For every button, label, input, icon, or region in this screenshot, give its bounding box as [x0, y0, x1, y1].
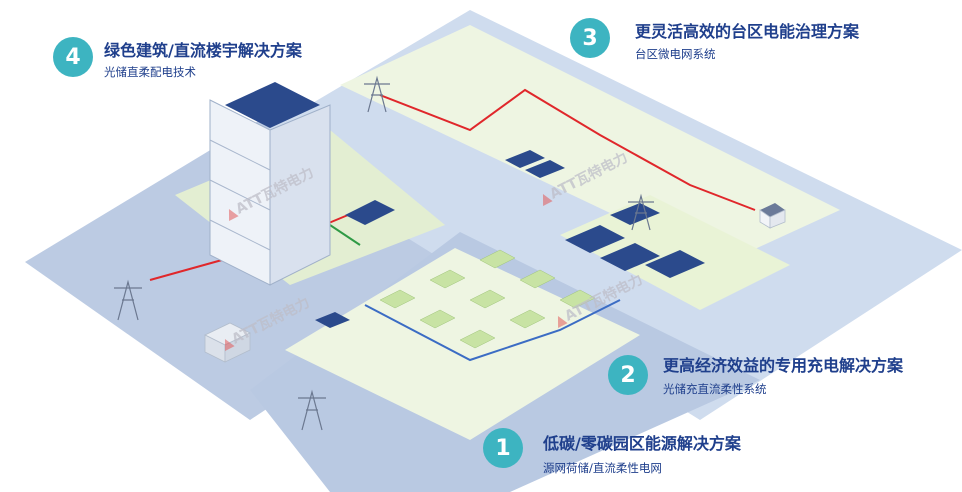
solar-array-grid [505, 150, 565, 178]
solution-number-badge: 2 [608, 355, 648, 395]
building-floors [209, 139, 271, 251]
building-roof-solar [225, 82, 320, 128]
solution-subtitle: 台区微电网系统 [635, 47, 716, 61]
solution-subtitle: 光储直柔配电技术 [104, 65, 196, 79]
solution-subtitle: 源网荷储/直流柔性电网 [543, 461, 662, 475]
cabinet-left [204, 322, 251, 363]
solution-number-badge: 1 [483, 428, 523, 468]
solution-number-badge: 4 [53, 37, 93, 77]
dc-line-park [364, 299, 621, 362]
solution-title: 低碳/零碳园区能源解决方案 [543, 434, 741, 453]
solution-title: 绿色建筑/直流楼宇解决方案 [104, 41, 302, 60]
transmission-tower-top [364, 75, 390, 113]
power-line-grid [379, 88, 756, 211]
solution-title: 更灵活高效的台区电能治理方案 [635, 22, 860, 41]
transmission-tower-left [114, 279, 142, 321]
solution-number-badge: 3 [570, 18, 610, 58]
house-right [759, 203, 786, 229]
solar-array-park [315, 312, 350, 328]
charging-spots [379, 249, 596, 349]
solution-title: 更高经济效益的专用充电解决方案 [663, 356, 904, 375]
transmission-tower-bottom [298, 389, 326, 431]
solar-array-charging [565, 203, 705, 278]
ground-area-park [285, 248, 640, 440]
ground-area-grid [340, 25, 840, 265]
solution-subtitle: 光储充直流柔性系统 [663, 382, 767, 396]
building-front [209, 99, 271, 286]
solar-array-building [345, 200, 395, 225]
transmission-tower-right [628, 193, 654, 231]
